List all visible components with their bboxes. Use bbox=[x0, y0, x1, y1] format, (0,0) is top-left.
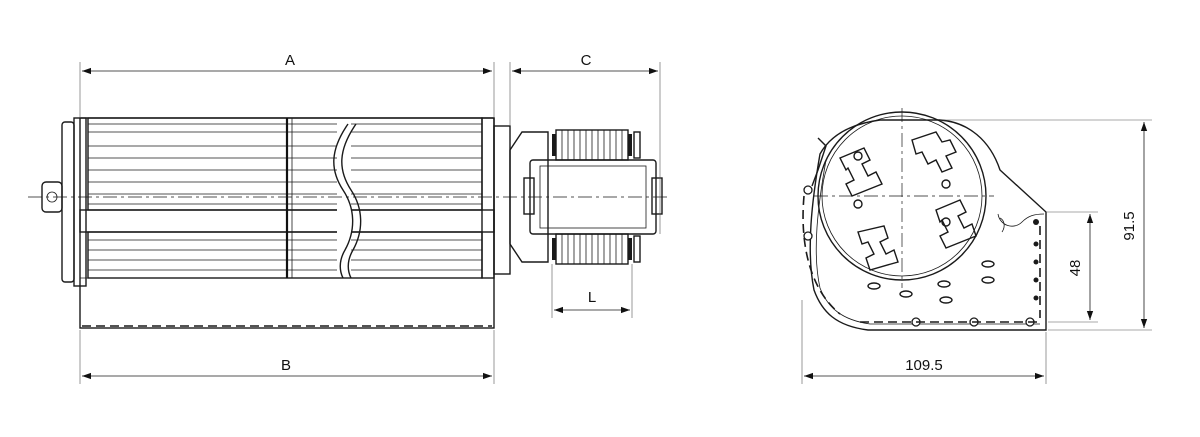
volute-housing bbox=[809, 119, 1047, 331]
side-view bbox=[802, 108, 1047, 331]
side-dimensions: 109.5 91.5 48 bbox=[801, 119, 1152, 384]
rivets bbox=[803, 185, 1039, 327]
upper-coil bbox=[552, 129, 641, 161]
lower-coil bbox=[552, 233, 641, 265]
side-holes bbox=[1033, 241, 1039, 301]
front-dimensions: A C B L bbox=[79, 52, 661, 384]
right-end-plate bbox=[493, 125, 511, 275]
housing-slots bbox=[867, 260, 995, 304]
wire-lead bbox=[997, 213, 1045, 227]
dim-b-label: B bbox=[281, 357, 291, 374]
front-view bbox=[28, 117, 668, 329]
dim-height-label: 91.5 bbox=[1121, 211, 1138, 240]
dim-width-label: 109.5 bbox=[905, 357, 943, 374]
dim-outlet-label: 48 bbox=[1067, 260, 1084, 277]
upper-impeller bbox=[87, 117, 483, 211]
left-end-plate bbox=[61, 121, 75, 283]
dim-l-label: L bbox=[588, 289, 596, 306]
dim-c-label: C bbox=[581, 52, 592, 69]
retaining-clip bbox=[811, 137, 827, 187]
lower-impeller bbox=[87, 231, 483, 279]
dim-a-label: A bbox=[285, 52, 295, 69]
motor bbox=[509, 129, 663, 265]
break-line bbox=[333, 119, 362, 279]
